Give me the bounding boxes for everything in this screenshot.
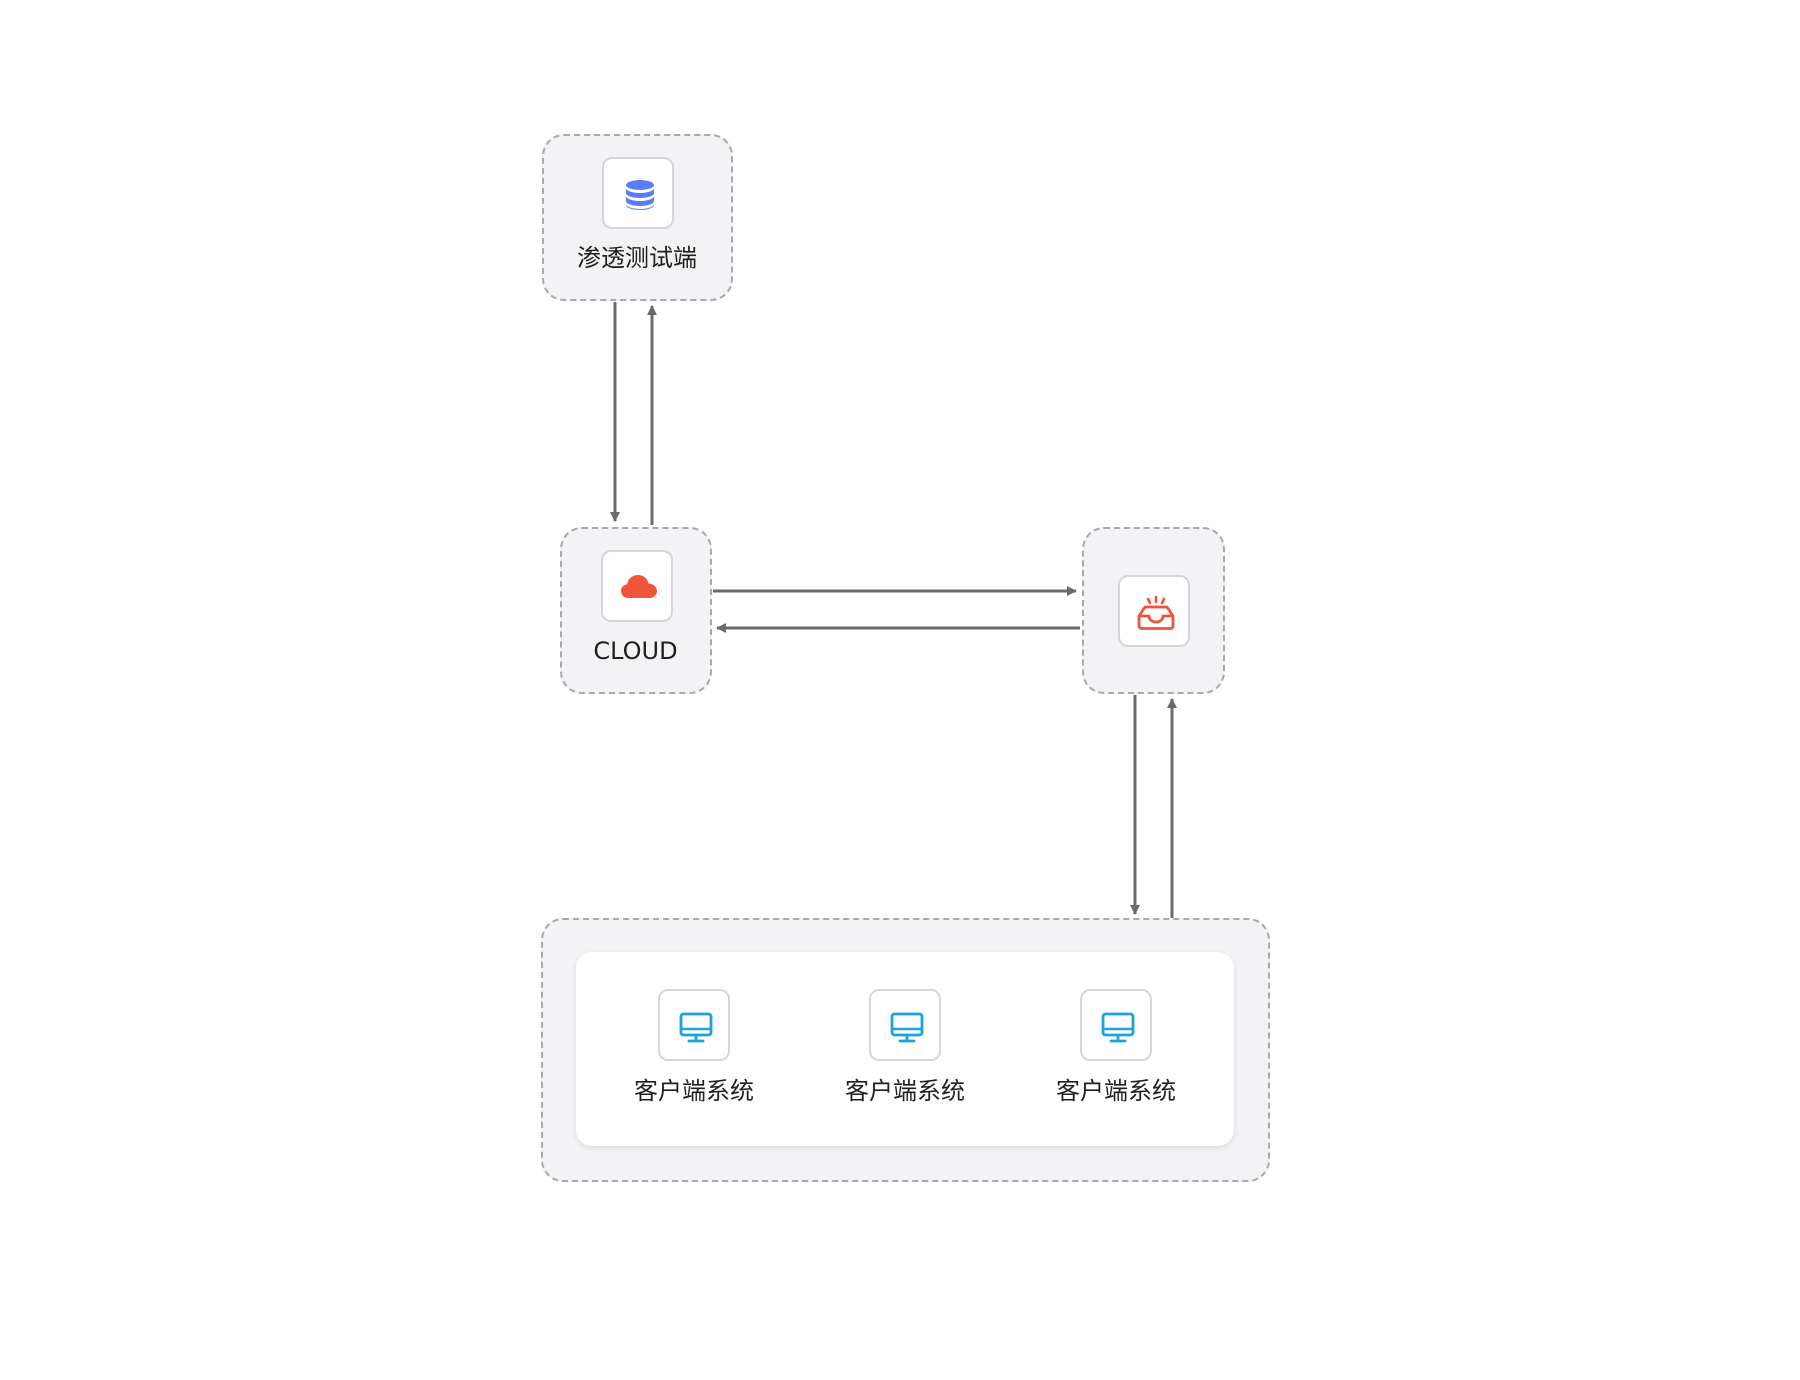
- monitor-icon: [890, 1012, 924, 1043]
- monitor-icon: [1101, 1012, 1135, 1043]
- monitor-icon-card-3: [1080, 989, 1152, 1061]
- monitor-icon-card-1: [658, 989, 730, 1061]
- database-icon-card: [602, 157, 674, 229]
- cloud-node: CLOUD: [560, 527, 712, 694]
- inbox-alert-icon-card: [1118, 575, 1190, 647]
- client-system-label-2: 客户端系统: [845, 1077, 965, 1105]
- monitor-icon: [679, 1012, 713, 1043]
- client-system-label-3: 客户端系统: [1056, 1077, 1176, 1105]
- cloud-icon-card: [601, 550, 673, 622]
- database-icon: [626, 180, 654, 210]
- client-system-label-1: 客户端系统: [634, 1077, 754, 1105]
- pentest-client-node: 渗透测试端: [542, 134, 733, 301]
- pentest-client-label: 渗透测试端: [577, 244, 697, 272]
- cloud-label: CLOUD: [593, 637, 678, 665]
- monitor-icon-card-2: [869, 989, 941, 1061]
- inbox-alert-icon: [1137, 595, 1175, 630]
- client-systems-panel: 客户端系统 客户端系统 客户端系统: [576, 952, 1234, 1146]
- cloud-icon: [621, 575, 657, 598]
- gateway-node: [1082, 527, 1225, 694]
